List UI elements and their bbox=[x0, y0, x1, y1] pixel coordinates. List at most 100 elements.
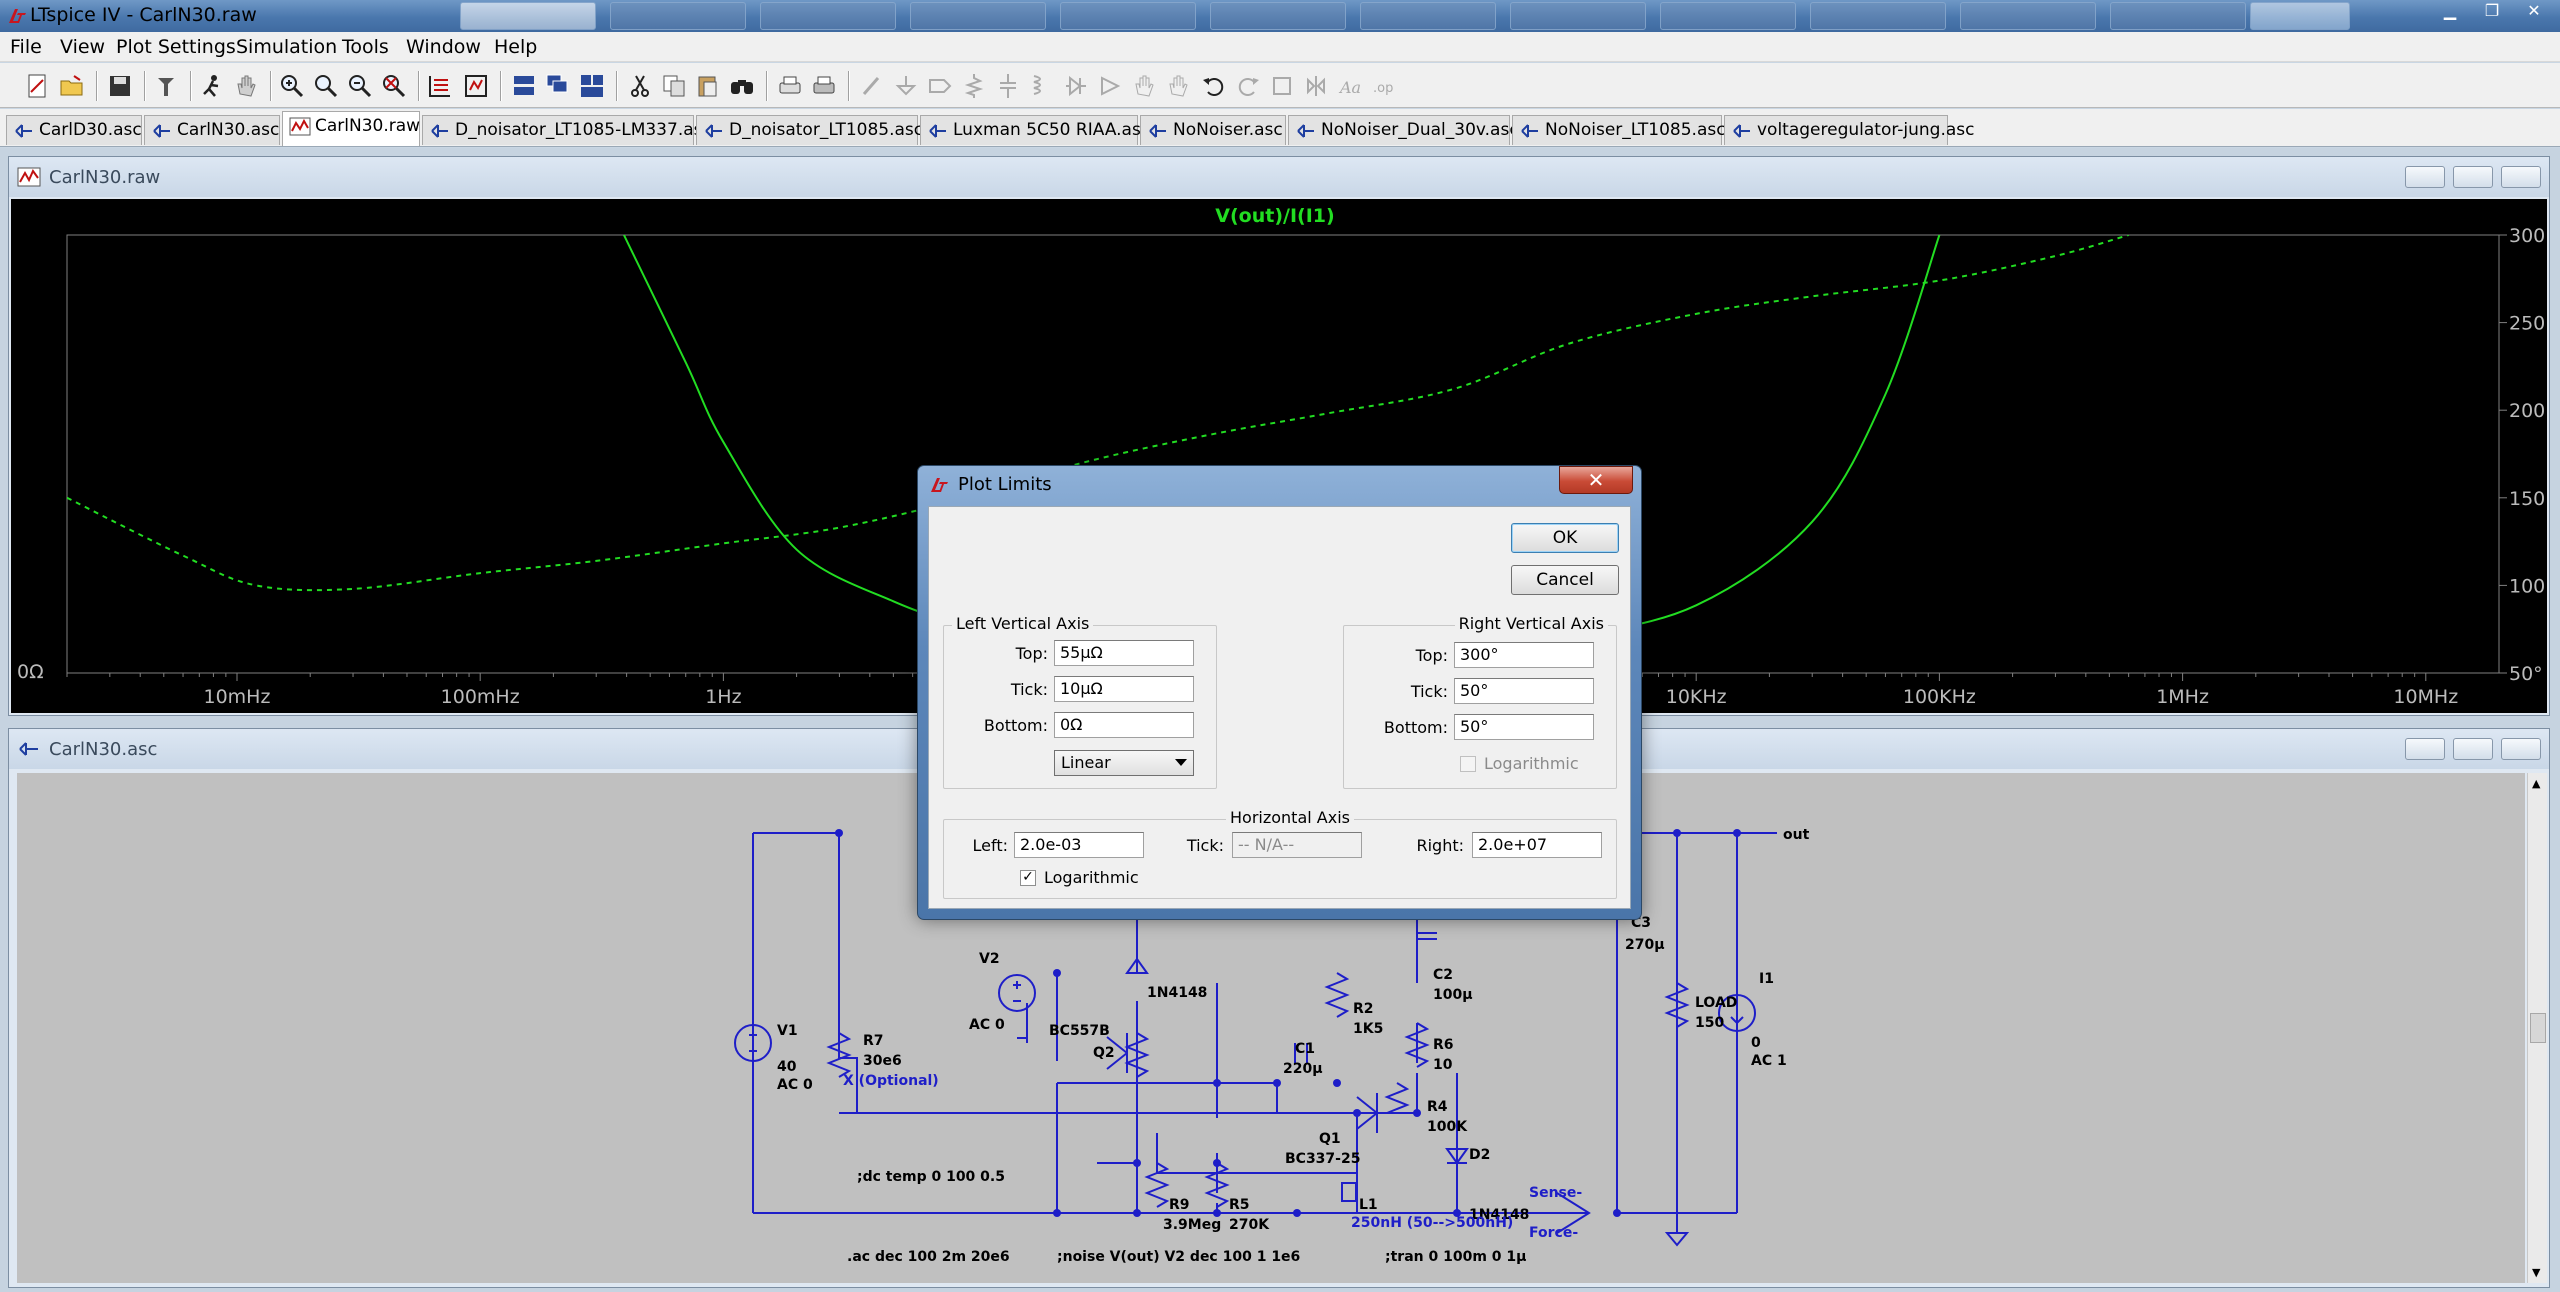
menu-view[interactable]: View bbox=[60, 36, 106, 58]
taskbar-thumb[interactable] bbox=[760, 2, 896, 30]
close-icon[interactable] bbox=[2501, 738, 2541, 760]
left-bottom-input[interactable]: 0Ω bbox=[1054, 712, 1194, 738]
zoom-fit-icon[interactable] bbox=[380, 72, 408, 100]
tab-nonoiser-lt1085[interactable]: NoNoiser_LT1085.asc bbox=[1512, 115, 1726, 145]
taskbar-thumb[interactable] bbox=[610, 2, 746, 30]
ok-button[interactable]: OK bbox=[1511, 523, 1619, 553]
minimize-icon[interactable] bbox=[2405, 738, 2445, 760]
spice-directive-icon[interactable]: .op bbox=[1370, 72, 1398, 100]
tab-d-noisator-lt1085[interactable]: D_noisator_LT1085.asc bbox=[696, 115, 923, 145]
tab-luxman-riaa[interactable]: Luxman 5C50 RIAA.asc bbox=[920, 115, 1150, 145]
tab-nonoiser[interactable]: NoNoiser.asc bbox=[1140, 115, 1286, 145]
cancel-button[interactable]: Cancel bbox=[1511, 565, 1619, 595]
scroll-up-icon[interactable]: ▲ bbox=[2532, 777, 2541, 790]
maximize-icon[interactable]: ❐ bbox=[2484, 1, 2500, 20]
taskbar-thumb[interactable] bbox=[1510, 2, 1646, 30]
schematic-scrollbar[interactable]: ▲ ▼ bbox=[2527, 773, 2547, 1283]
trace-label[interactable]: V(out)/I(I1) bbox=[1215, 205, 1334, 227]
minimize-icon[interactable]: ▁ bbox=[2443, 1, 2457, 20]
right-top-input[interactable]: 300° bbox=[1454, 642, 1594, 668]
inductor-icon[interactable] bbox=[1028, 72, 1056, 100]
text-icon[interactable]: Aa bbox=[1336, 72, 1364, 100]
paste-icon[interactable] bbox=[694, 72, 722, 100]
undo-icon[interactable] bbox=[1200, 72, 1228, 100]
svg-text:I1: I1 bbox=[1759, 971, 1774, 987]
zoom-out-icon[interactable] bbox=[346, 72, 374, 100]
tab-carln30-asc[interactable]: CarlN30.asc bbox=[144, 115, 280, 145]
autorange-icon[interactable] bbox=[426, 72, 454, 100]
zoom-in-icon[interactable] bbox=[278, 72, 306, 100]
tile-vertical-icon[interactable] bbox=[578, 72, 606, 100]
tab-carld30-asc[interactable]: CarlD30.asc bbox=[6, 115, 142, 145]
zoom-pan-icon[interactable] bbox=[312, 72, 340, 100]
control-panel-icon[interactable] bbox=[152, 72, 180, 100]
right-bottom-input[interactable]: 50° bbox=[1454, 714, 1594, 740]
open-folder-icon[interactable] bbox=[58, 72, 86, 100]
tile-horizontal-icon[interactable] bbox=[510, 72, 538, 100]
capacitor-icon[interactable] bbox=[994, 72, 1022, 100]
menu-window[interactable]: Window bbox=[406, 36, 481, 58]
horizontal-right-input[interactable]: 2.0e+07 bbox=[1472, 832, 1602, 858]
mirror-icon[interactable] bbox=[1302, 72, 1330, 100]
menu-simulation[interactable]: Simulation bbox=[236, 36, 338, 58]
label-net-icon[interactable] bbox=[926, 72, 954, 100]
find-binoculars-icon[interactable] bbox=[728, 72, 756, 100]
drag-hand-icon[interactable] bbox=[1164, 72, 1192, 100]
tab-voltageregulator-jung[interactable]: voltageregulator-jung.asc bbox=[1724, 115, 1975, 145]
menu-tools[interactable]: Tools bbox=[342, 36, 389, 58]
print-preview-icon[interactable] bbox=[776, 72, 804, 100]
menu-bar: File View Plot Settings Simulation Tools… bbox=[0, 32, 2560, 62]
menu-file[interactable]: File bbox=[10, 36, 42, 58]
taskbar-thumb[interactable] bbox=[1060, 2, 1196, 30]
halt-hand-icon[interactable] bbox=[232, 72, 260, 100]
scroll-thumb[interactable] bbox=[2530, 1013, 2546, 1043]
right-tick-input[interactable]: 50° bbox=[1454, 678, 1594, 704]
horizontal-left-input[interactable]: 2.0e-03 bbox=[1014, 832, 1144, 858]
run-icon[interactable] bbox=[198, 72, 226, 100]
menu-plot-settings[interactable]: Plot Settings bbox=[116, 36, 236, 58]
left-tick-input[interactable]: 10µΩ bbox=[1054, 676, 1194, 702]
diode-icon[interactable] bbox=[1062, 72, 1090, 100]
tab-carln30-raw[interactable]: CarlN30.raw bbox=[282, 111, 420, 146]
taskbar-thumb[interactable] bbox=[460, 2, 596, 30]
menu-help[interactable]: Help bbox=[494, 36, 538, 58]
rotate-icon[interactable] bbox=[1268, 72, 1296, 100]
right-log-checkbox[interactable] bbox=[1460, 756, 1476, 772]
close-icon[interactable] bbox=[2501, 166, 2541, 188]
plot-limits-icon[interactable] bbox=[462, 72, 490, 100]
redo-icon[interactable] bbox=[1234, 72, 1262, 100]
taskbar-thumb[interactable] bbox=[1360, 2, 1496, 30]
new-schematic-icon[interactable] bbox=[24, 72, 52, 100]
minimize-icon[interactable] bbox=[2405, 166, 2445, 188]
taskbar-thumb[interactable] bbox=[1810, 2, 1946, 30]
print-icon[interactable] bbox=[810, 72, 838, 100]
move-hand-icon[interactable] bbox=[1130, 72, 1158, 100]
component-icon[interactable] bbox=[1096, 72, 1124, 100]
tab-nonoiser-dual-30v[interactable]: NoNoiser_Dual_30v.asc bbox=[1288, 115, 1519, 145]
taskbar-thumb[interactable] bbox=[1960, 2, 2096, 30]
cut-icon[interactable] bbox=[626, 72, 654, 100]
left-scale-select[interactable]: Linear bbox=[1054, 750, 1194, 776]
taskbar-thumb[interactable] bbox=[2110, 2, 2246, 30]
resistor-icon[interactable] bbox=[960, 72, 988, 100]
horizontal-tick-input[interactable]: -- N/A-- bbox=[1232, 832, 1362, 858]
taskbar-thumb[interactable] bbox=[1210, 2, 1346, 30]
draw-wire-icon[interactable] bbox=[858, 72, 886, 100]
restore-icon[interactable] bbox=[2453, 166, 2493, 188]
close-icon[interactable]: ✕ bbox=[2527, 1, 2541, 20]
scroll-down-icon[interactable]: ▼ bbox=[2532, 1266, 2541, 1279]
horizontal-log-checkbox[interactable]: ✓ bbox=[1020, 870, 1036, 886]
tab-d-noisator-lt1085-lm337[interactable]: D_noisator_LT1085-LM337.asc bbox=[422, 115, 712, 145]
save-icon[interactable] bbox=[106, 72, 134, 100]
c2-capacitor-icon bbox=[1417, 932, 1437, 940]
close-icon[interactable]: ✕ bbox=[1559, 466, 1633, 494]
cascade-windows-icon[interactable] bbox=[544, 72, 572, 100]
copy-icon[interactable] bbox=[660, 72, 688, 100]
sense-force-port-icon bbox=[1556, 1192, 1591, 1234]
restore-icon[interactable] bbox=[2453, 738, 2493, 760]
taskbar-thumb[interactable] bbox=[910, 2, 1046, 30]
left-top-input[interactable]: 55µΩ bbox=[1054, 640, 1194, 666]
taskbar-thumb[interactable] bbox=[2250, 2, 2350, 30]
taskbar-thumb[interactable] bbox=[1660, 2, 1796, 30]
ground-icon[interactable] bbox=[892, 72, 920, 100]
